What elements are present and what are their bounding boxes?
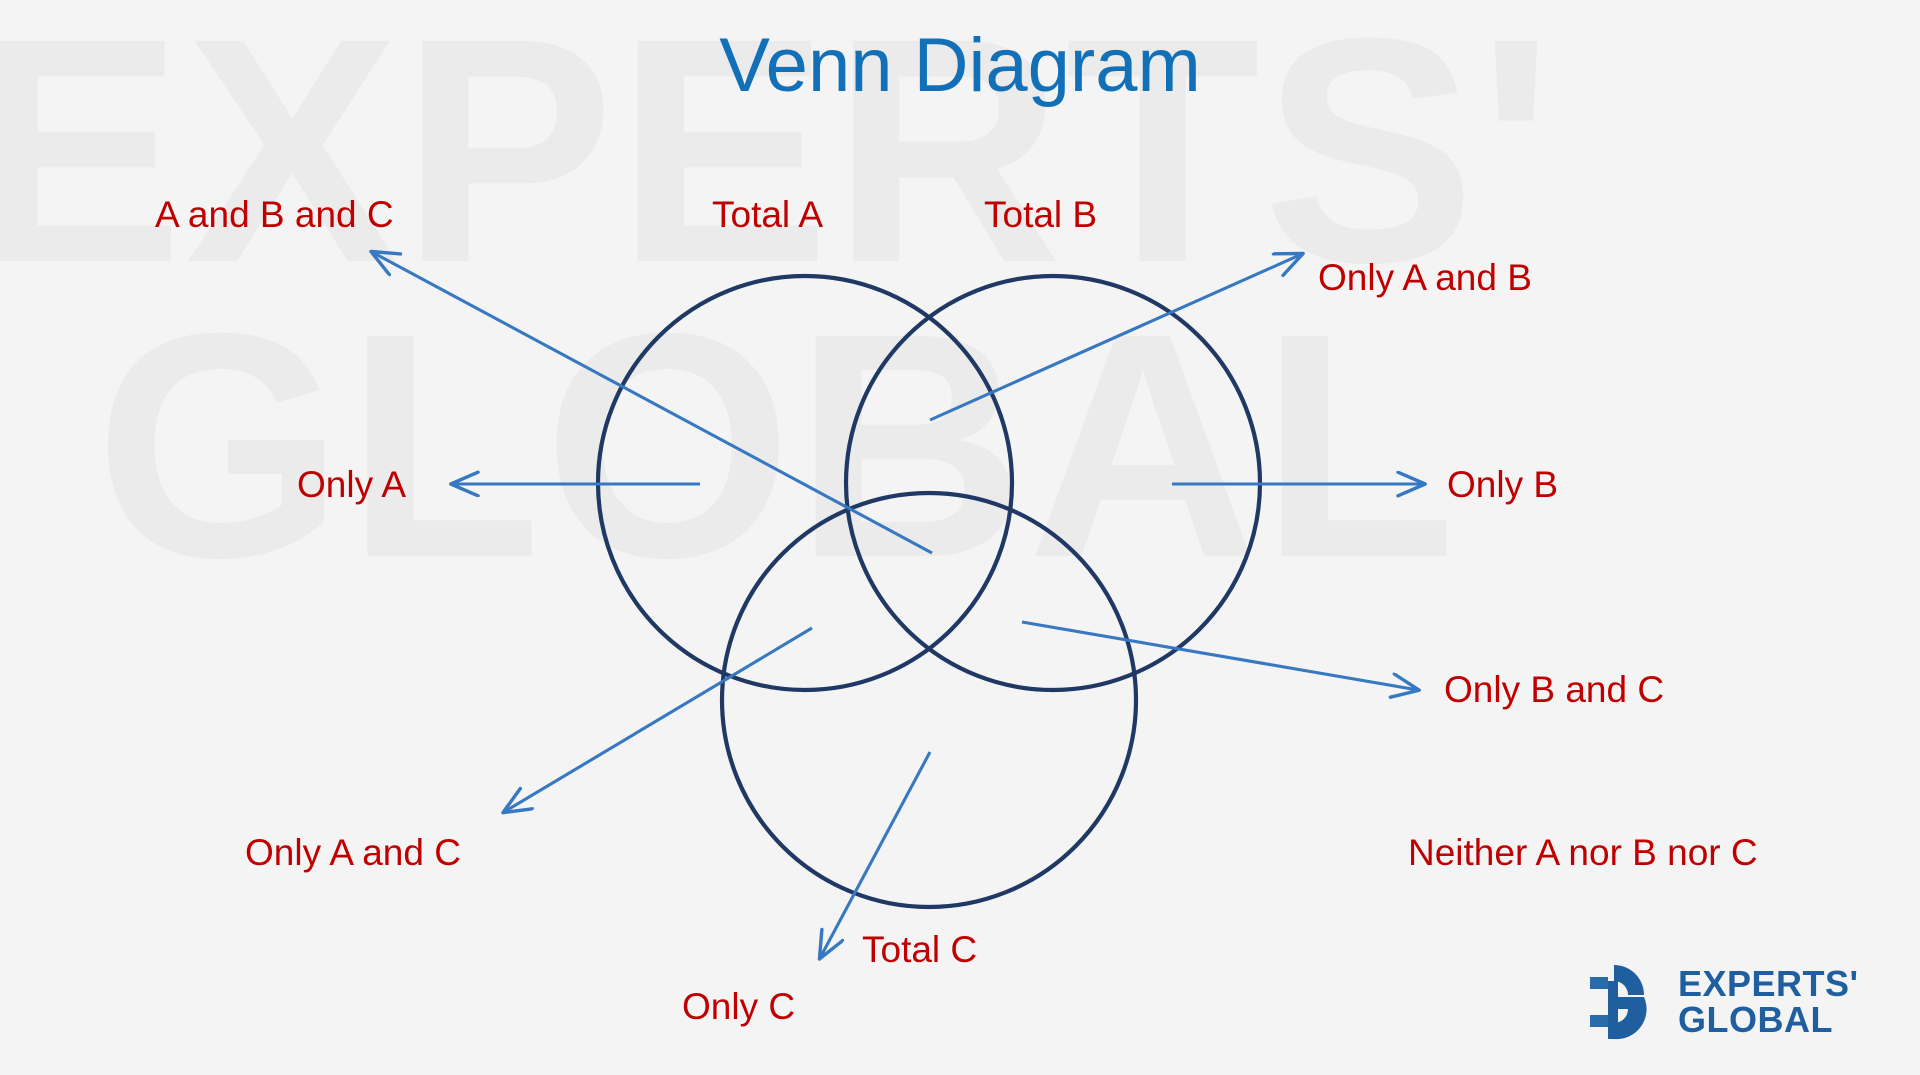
label-neither: Neither A nor B nor C <box>1408 832 1758 873</box>
venn-circle-group <box>595 273 1263 910</box>
label-only-a-and-c: Only A and C <box>245 832 461 873</box>
arrow-a-and-b-and-c <box>372 252 933 555</box>
experts-global-logo: EXPERTS' GLOBAL <box>1578 948 1878 1056</box>
label-total-a: Total A <box>712 194 824 235</box>
experts-global-logo-text: EXPERTS' GLOBAL <box>1678 966 1859 1038</box>
leader-arrow-group <box>372 252 1424 958</box>
arrow-only-a-and-b <box>929 254 1302 422</box>
arrow-only-c <box>820 751 932 958</box>
label-total-c: Total C <box>862 929 978 970</box>
label-only-c: Only C <box>682 986 796 1027</box>
label-only-b: Only B <box>1447 464 1559 505</box>
label-only-a-and-b: Only A and B <box>1318 257 1532 298</box>
label-only-b-and-c: Only B and C <box>1444 669 1665 710</box>
watermark-line-2: GLOBAL <box>95 266 1458 624</box>
logo-line-2: GLOBAL <box>1678 999 1833 1040</box>
label-only-a: Only A <box>297 464 406 505</box>
arrow-only-a-and-c <box>504 626 813 812</box>
arrow-only-b-and-c <box>1021 620 1418 690</box>
circle-c <box>719 490 1139 910</box>
label-a-and-b-and-c: A and B and C <box>155 194 394 235</box>
logo-line-1: EXPERTS' <box>1678 963 1859 1004</box>
label-total-b: Total B <box>984 194 1098 235</box>
experts-global-logo-mark <box>1578 959 1664 1045</box>
page-title: Venn Diagram <box>719 23 1201 108</box>
